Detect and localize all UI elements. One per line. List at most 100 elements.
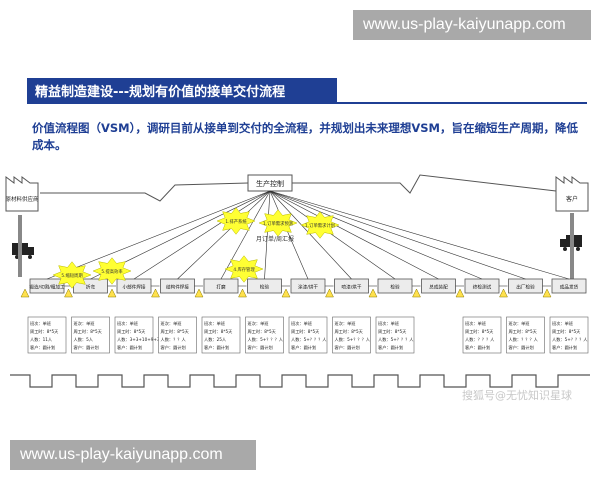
process-label: 成品发货 [560, 284, 579, 291]
process-data-line: 班次：单班 [509, 320, 530, 327]
process-data-box [201, 316, 241, 354]
inventory-triangle [238, 288, 247, 298]
schedule-line [220, 190, 271, 280]
customer-info-line [292, 174, 557, 194]
process-data-line: 班次：单班 [335, 320, 356, 327]
process-data-line: 人数：？？人 [161, 336, 187, 343]
schedule-line [177, 190, 271, 280]
schedule-line [269, 190, 352, 280]
process-data-line: 周工时：8*5天 [248, 328, 277, 335]
process-label: 出厂检验 [516, 284, 535, 291]
kaizen-burst [52, 261, 92, 289]
inventory-triangle [20, 288, 30, 298]
process-data-box [332, 316, 371, 354]
supplier-label: 原材料供应商 [5, 195, 39, 203]
process-data-line: 周工时：8*5天 [465, 328, 494, 335]
process-data-box [158, 316, 197, 354]
process-label: 喷漆/烘干 [342, 284, 362, 291]
process-data-line: 人数：5+？？？人 [335, 336, 371, 343]
schedule-line [269, 190, 309, 280]
process-data-line: 周工时：8*5天 [335, 328, 364, 335]
process-data-line: 人数：5+？？？人 [378, 336, 414, 343]
process-data-line: 周工时：8*5天 [204, 328, 233, 335]
process-data-line: 人数：5+？？？人 [248, 336, 284, 343]
process-data-line: 客户：圆计划 [378, 344, 403, 351]
inventory-triangle [455, 288, 465, 298]
process-data-line: 人数：5+？？？人 [291, 336, 327, 343]
process-data-line: 客户：圆计划 [117, 344, 142, 351]
process-data-line: 客户：圆计划 [30, 344, 55, 351]
process-data-line: 周工时：8*5天 [291, 328, 320, 335]
schedule-line [269, 190, 570, 280]
description: 价值流程图（VSM），调研目前从接单到交付的全流程，并规划出未来理想VSM，旨在… [32, 121, 578, 152]
kaizen-burst [216, 207, 256, 235]
process-data-box [462, 316, 502, 354]
process-data-line: 客户：圆计划 [291, 344, 316, 351]
kaizen-burst [92, 257, 132, 285]
kaizen-label: 5.提高效率 [101, 268, 123, 275]
process-data-line: 周工时：8*5天 [117, 328, 146, 335]
process-data-line: 班次：单班 [204, 320, 225, 327]
process-data-box [245, 316, 284, 354]
lead-time-ladder [10, 374, 590, 388]
process-data-line: 周工时：8*5天 [74, 328, 103, 335]
schedule-line [264, 190, 271, 280]
process-data-line: 班次：单班 [117, 320, 138, 327]
process-data-line: 客户：圆计划 [509, 344, 534, 351]
process-label: 终检测试 [473, 284, 492, 291]
process-data-line: 周工时：8*5天 [378, 328, 407, 335]
process-data-line: 人数：25人 [204, 336, 227, 343]
kaizen-label: 5.缩短周期 [61, 272, 82, 279]
process-data-line: 班次：单班 [465, 320, 486, 327]
kaizen-label: 1.订单需求计划 [305, 222, 335, 229]
process-label: 小部件焊接 [123, 284, 146, 291]
source-credit: 搜狐号@无忧知识星球 [462, 389, 572, 402]
vsm-diagram: 月订单/周汇报 锻造/切割/粗加工折弯小部件焊接结构件焊接打磨检验涂漆/烘干喷漆… [5, 174, 590, 388]
process-data-line: 客户：圆计划 [465, 344, 490, 351]
process-label: 结构件焊接 [166, 284, 189, 291]
process-data-line: 人数：11人 [30, 336, 53, 343]
inventory-triangle [107, 288, 117, 298]
customer-factory-icon [555, 176, 589, 212]
page-title: 精益制造建设---规划有价值的接单交付流程 [35, 85, 286, 100]
process-label: 涂漆/烘干 [298, 284, 318, 291]
process-label: 打磨 [216, 284, 226, 291]
schedule-line [269, 190, 396, 280]
schedule-line [269, 190, 439, 280]
inventory-triangle [151, 288, 160, 298]
supplier-truck-icon [12, 243, 34, 259]
process-data-line: 班次：单班 [378, 320, 399, 327]
process-data-line: 周工时：8*5天 [509, 328, 538, 335]
process-data-line: 客户：圆计划 [335, 344, 360, 351]
process-data-line: 人数：3+3+10+9+3 [117, 336, 160, 343]
process-data-line: 周工时：8*5天 [161, 328, 190, 335]
order-label: 月订单/周汇报 [256, 235, 294, 243]
process-label: 总成装配 [429, 284, 448, 291]
kaizen-burst [224, 255, 264, 283]
customer-label: 客户 [566, 195, 578, 203]
watermark-bottom: www.us-play-kaiyunapp.com [10, 440, 256, 470]
kaizen-label: 1.排产系统 [225, 218, 247, 225]
process-data-line: 客户：圆计划 [248, 344, 273, 351]
process-data-line: 班次：单班 [74, 320, 95, 327]
schedule-line [46, 190, 271, 280]
process-data-box [288, 316, 328, 354]
process-data-box [71, 316, 110, 354]
process-data-line: 班次：单班 [291, 320, 312, 327]
process-data-line: 人数：？？？人 [465, 336, 495, 343]
process-label: 检验 [390, 284, 400, 291]
process-data-line: 客户：圆计划 [161, 344, 186, 351]
watermark-top: www.us-play-kaiyunapp.com [353, 10, 591, 40]
process-data-line: 客户：圆计划 [74, 344, 99, 351]
title-underline [27, 102, 587, 104]
inventory-triangle [368, 288, 378, 298]
process-data-line: 客户：圆计划 [552, 344, 577, 351]
process-label: 锻造/切割/粗加工 [29, 284, 65, 291]
process-data-line: 班次：单班 [161, 320, 182, 327]
title-bar: 精益制造建设---规划有价值的接单交付流程 [27, 78, 337, 102]
schedule-line [269, 190, 526, 280]
process-data-box [114, 316, 154, 354]
process-data-line: 人数：5+？？？人 [552, 336, 588, 343]
process-data-box [549, 316, 589, 354]
process-data-line: 周工时：8*5天 [30, 328, 59, 335]
